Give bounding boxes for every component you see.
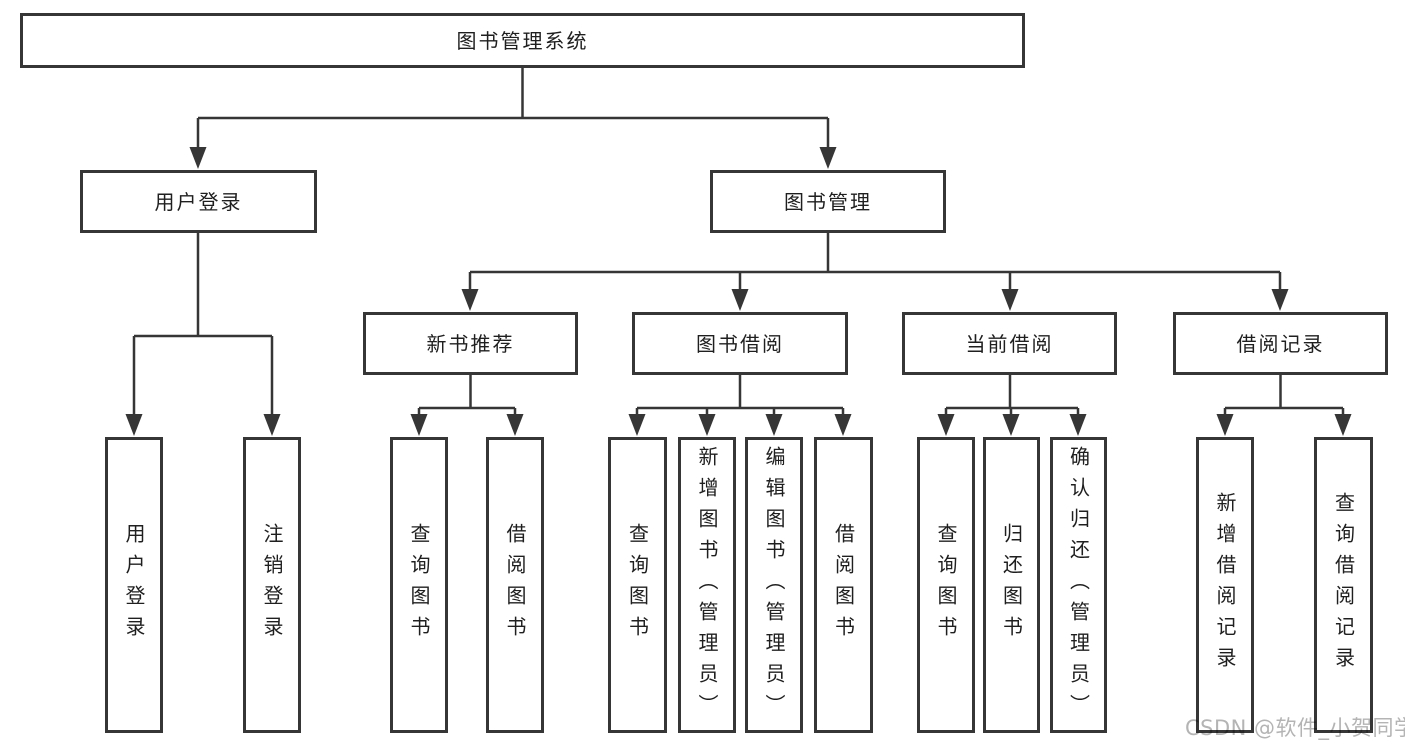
leaf-node-return-books: 归还图书 — [983, 437, 1040, 733]
connector-root-to-level2 — [196, 68, 830, 150]
leaf-node-add-borrow-record: 新增借阅记录 — [1196, 437, 1254, 733]
leaf-node-query-books-2: 查询图书 — [608, 437, 667, 733]
group-node-label: 图书借阅 — [696, 331, 784, 356]
leaf-node-query-borrow-record: 查询借阅记录 — [1314, 437, 1373, 733]
csdn-watermark: CSDN @软件_小贺同学 — [1185, 716, 1405, 740]
leaf-node-borrow-books-2: 借阅图书 — [814, 437, 873, 733]
leaf-node-label: 编辑图书（管理员） — [762, 445, 786, 725]
leaf-node-edit-books-admin: 编辑图书（管理员） — [745, 437, 803, 733]
leaf-node-label: 归还图书 — [999, 523, 1024, 647]
branch-node-user-login: 用户登录 — [80, 170, 317, 233]
group-node-book-borrowing: 图书借阅 — [632, 312, 848, 375]
group-node-label: 借阅记录 — [1236, 331, 1325, 356]
leaf-node-label: 查询图书 — [407, 523, 431, 647]
leaf-node-logout: 注销登录 — [243, 437, 301, 733]
connector-user-login-to-children — [132, 233, 274, 417]
branch-node-label: 图书管理 — [784, 189, 872, 214]
leaf-node-label: 用户登录 — [122, 523, 146, 647]
leaf-node-label: 确认归还（管理员） — [1066, 445, 1091, 725]
leaf-node-label: 借阅图书 — [831, 523, 856, 647]
group-node-label: 当前借阅 — [965, 331, 1054, 356]
root-node-library-system: 图书管理系统 — [20, 13, 1025, 68]
connector-new-book-to-children — [417, 375, 517, 417]
leaf-node-label: 查询借阅记录 — [1331, 492, 1356, 678]
leaf-node-label: 查询图书 — [934, 523, 958, 647]
leaf-node-label: 注销登录 — [260, 523, 284, 647]
arrowheads — [125, 147, 1352, 436]
connector-current-borrow-to-children — [944, 375, 1080, 417]
leaf-node-confirm-return-admin: 确认归还（管理员） — [1050, 437, 1107, 733]
leaf-node-label: 新增借阅记录 — [1213, 492, 1237, 678]
group-node-new-book-recommend: 新书推荐 — [363, 312, 578, 375]
group-node-borrow-records: 借阅记录 — [1173, 312, 1388, 375]
leaf-node-user-login: 用户登录 — [105, 437, 163, 733]
leaf-node-label: 借阅图书 — [503, 523, 527, 647]
group-node-label: 新书推荐 — [426, 331, 515, 356]
leaf-node-add-books-admin: 新增图书（管理员） — [678, 437, 736, 733]
branch-node-book-management: 图书管理 — [710, 170, 946, 233]
connector-book-borrow-to-children — [635, 375, 845, 417]
branch-node-label: 用户登录 — [154, 189, 243, 214]
connector-borrow-record-to-children — [1223, 375, 1345, 417]
leaf-node-query-books-3: 查询图书 — [917, 437, 975, 733]
root-node-label: 图书管理系统 — [456, 28, 589, 53]
leaf-node-label: 查询图书 — [625, 523, 650, 647]
leaf-node-query-books-1: 查询图书 — [390, 437, 448, 733]
leaf-node-label: 新增图书（管理员） — [695, 445, 719, 725]
connector-book-mgmt-to-level3 — [468, 233, 1282, 292]
group-node-current-borrowing: 当前借阅 — [902, 312, 1117, 375]
leaf-node-borrow-books-1: 借阅图书 — [486, 437, 544, 733]
